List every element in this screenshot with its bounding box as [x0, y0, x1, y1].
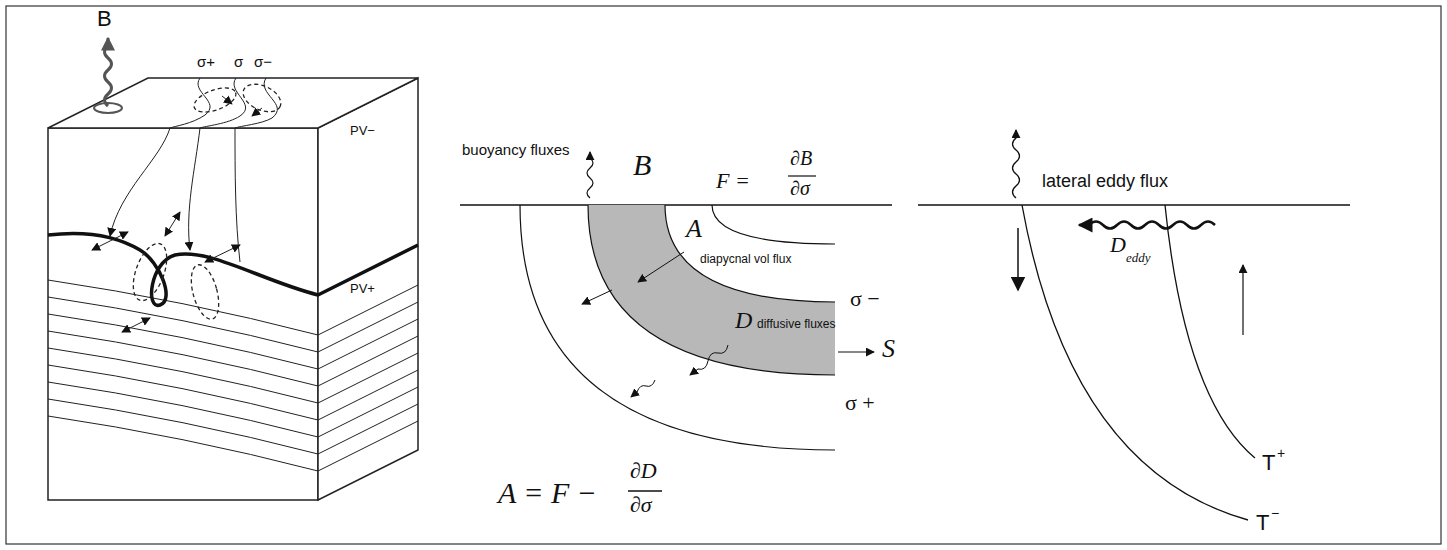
subscript: eddy	[1126, 251, 1151, 264]
superscript: −	[1271, 506, 1279, 520]
flux-symbol: B	[633, 150, 651, 180]
isopycnal-sketch	[460, 152, 892, 491]
flux-symbol: D	[735, 308, 752, 332]
isopycnal-label: σ−	[254, 54, 272, 69]
eddy-sketch	[918, 130, 1350, 520]
fraction-denominator: ∂σ	[630, 494, 652, 516]
pv-label: PV−	[350, 124, 375, 137]
equation-part: A = F −	[498, 478, 597, 508]
equation-part: F =	[716, 170, 750, 192]
fraction-denominator: ∂σ	[790, 178, 810, 198]
flux-symbol: D	[1110, 234, 1126, 256]
fraction-numerator: ∂B	[790, 148, 812, 168]
flux-caption: diffusive fluxes	[757, 318, 836, 330]
buoyancy-arrow	[94, 38, 122, 113]
superscript: +	[1277, 446, 1285, 460]
flux-symbol: S	[882, 336, 895, 362]
isopycnal-label: σ+	[197, 54, 215, 69]
flux-symbol: A	[686, 216, 702, 242]
fraction-numerator: ∂D	[630, 460, 657, 482]
isotherm-label: T	[1256, 512, 1269, 534]
flux-caption: diapycnal vol flux	[700, 253, 791, 265]
frame	[6, 6, 1441, 544]
isopycnal-label: σ +	[845, 392, 875, 414]
flux-caption: buoyancy fluxes	[462, 142, 570, 157]
flux-caption: lateral eddy flux	[1042, 172, 1168, 190]
ocean-block	[48, 78, 418, 500]
isopycnal-label: σ −	[850, 288, 880, 310]
isotherm-label: T	[1262, 452, 1275, 474]
pv-label: PV+	[350, 282, 375, 295]
flux-symbol: B	[97, 8, 112, 30]
isopycnal-label: σ	[234, 54, 243, 69]
